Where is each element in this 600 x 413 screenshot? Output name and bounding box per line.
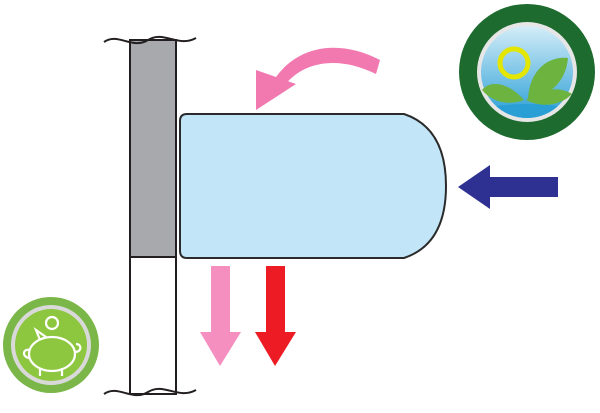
leaf-icon [528, 57, 568, 98]
leaf-icon [482, 84, 524, 103]
curved-arrow-body [274, 47, 380, 86]
pink-down-arrow [200, 266, 241, 366]
blue-left-arrow-head [458, 165, 490, 209]
pink-down-arrow-head [200, 332, 241, 366]
leaf-icon [526, 89, 572, 105]
wall-lower-section [129, 256, 177, 395]
curved-arrow-head [256, 70, 296, 110]
piggy-bank-icon [3, 297, 99, 393]
wall-break-line-top [103, 35, 197, 45]
red-down-arrow-head [255, 332, 296, 366]
blue-left-arrow [458, 165, 558, 209]
wall-upper-section [129, 39, 177, 258]
sun-and-leaves-icon [459, 4, 595, 140]
wall [103, 35, 197, 397]
protruding-body [179, 113, 448, 259]
pink-down-arrow-shaft [211, 266, 230, 332]
blue-left-arrow-shaft [490, 177, 558, 197]
sun-icon [497, 46, 531, 80]
wall-break-line-bottom [103, 387, 197, 397]
curved-arrow [256, 47, 380, 110]
red-down-arrow-shaft [266, 266, 285, 332]
red-down-arrow [255, 266, 296, 366]
